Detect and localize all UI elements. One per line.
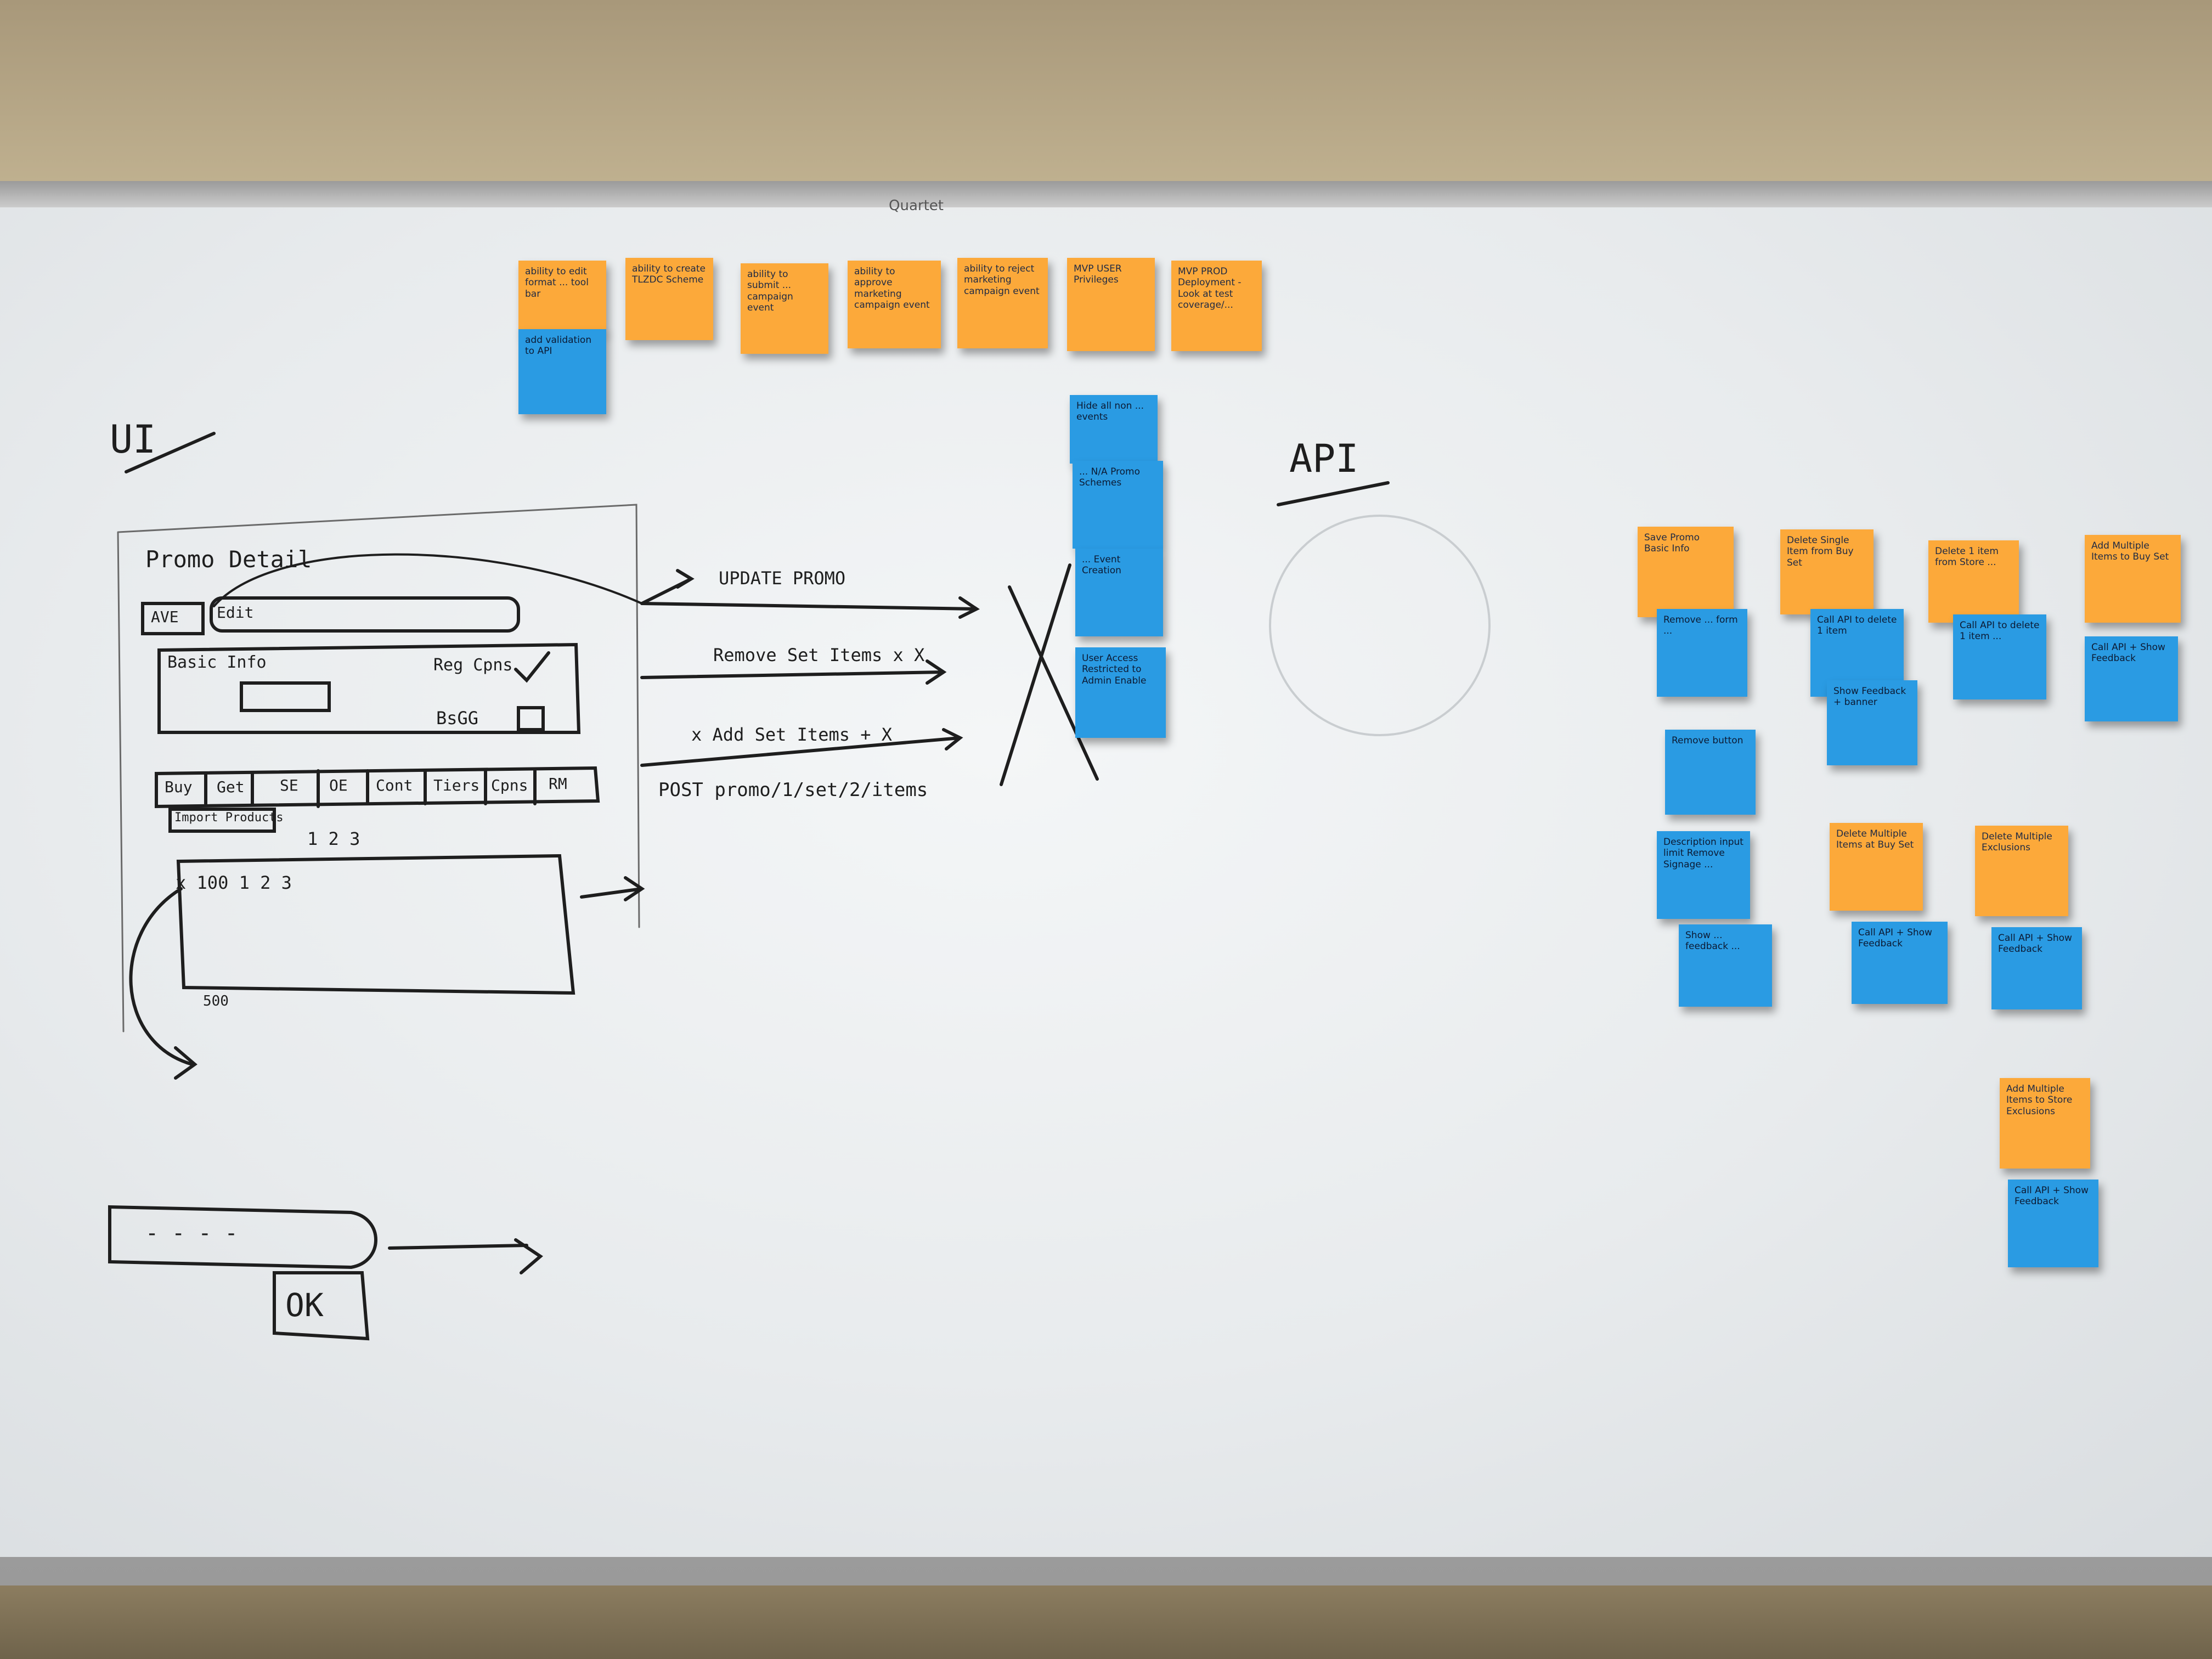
api-underline bbox=[1277, 481, 1390, 506]
sketch-tab-0: Buy bbox=[165, 778, 193, 796]
sketch-tab-4: Cont bbox=[376, 776, 413, 794]
api-note-call-api-1: Call API + Show Feedback bbox=[1852, 922, 1948, 1004]
sketch-edit-label: Edit bbox=[217, 603, 254, 622]
sticky-note-middle-4: User Access Restricted to Admin Enable bbox=[1075, 647, 1166, 738]
sketch-tab-3: OE bbox=[329, 776, 348, 794]
sticky-note-top-7: MVP PROD Deployment - Look at test cover… bbox=[1171, 261, 1262, 351]
sketch-bsgc: BsGG bbox=[436, 708, 479, 729]
sketch-tab-1: Get bbox=[217, 778, 245, 796]
sticky-note-middle-3: ... Event Creation bbox=[1075, 549, 1163, 636]
sketch-grid-footer: 500 bbox=[203, 993, 229, 1009]
sketch-title: Promo Detail bbox=[145, 546, 312, 573]
whiteboard-brand: Quartet bbox=[889, 198, 944, 214]
api-note-blue-1: Remove ... form ... bbox=[1657, 609, 1747, 697]
wall-lower bbox=[0, 1585, 2212, 1659]
ui-heading: UI bbox=[110, 417, 156, 462]
api-heading: API bbox=[1289, 436, 1359, 481]
api-note-add-multiple-buy: Add Multiple Items to Buy Set bbox=[2085, 535, 2181, 623]
sketch-tab-5: Tiers bbox=[433, 776, 480, 794]
sticky-note-top-1: ability to edit format ... tool bar bbox=[518, 261, 606, 332]
api-note-blue-3: Show Feedback + banner bbox=[1827, 680, 1917, 765]
sketch-grid-header: x 100 1 2 3 bbox=[176, 872, 292, 893]
api-note-show-feedback: Show ... feedback ... bbox=[1679, 924, 1772, 1007]
api-note-save-promo: Save Promo Basic Info bbox=[1638, 527, 1734, 617]
sticky-note-top-blue: add validation to API bbox=[518, 329, 606, 414]
sketch-page-numbers: 1 2 3 bbox=[307, 828, 360, 849]
api-note-description-limit: Description input limit Remove Signage .… bbox=[1657, 831, 1750, 919]
flow-update-promo: UPDATE PROMO bbox=[719, 568, 846, 589]
sticky-note-top-6: MVP USER Privileges bbox=[1067, 258, 1155, 351]
sticky-note-top-2: ability to create TLZDC Scheme bbox=[625, 258, 713, 340]
sketch-tab-2: SE bbox=[280, 776, 298, 794]
sticky-note-middle-1: Hide all non ... events bbox=[1070, 395, 1158, 464]
sketch-tab-6: Cpns bbox=[491, 776, 528, 794]
api-note-delete-store: Delete 1 item from Store ... bbox=[1928, 540, 2019, 623]
api-note-blue-5: Call API + Show Feedback bbox=[2085, 636, 2178, 721]
api-note-delete-single: Delete Single Item from Buy Set bbox=[1780, 529, 1874, 614]
sketch-basic-info: Basic Info bbox=[167, 653, 267, 672]
sketch-save-button: AVE bbox=[151, 608, 179, 626]
api-note-delete-multiple-exclusions: Delete Multiple Exclusions bbox=[1975, 826, 2068, 916]
api-note-blue-4: Call API to delete 1 item ... bbox=[1953, 614, 2046, 699]
sticky-note-top-3: ability to submit ... campaign event bbox=[741, 263, 828, 354]
sticky-note-top-5: ability to reject marketing campaign eve… bbox=[957, 258, 1048, 348]
sketch-import-products: Import Products bbox=[174, 811, 284, 825]
sticky-note-top-4: ability to approve marketing campaign ev… bbox=[848, 261, 941, 348]
api-note-call-api-3: Call API + Show Feedback bbox=[2008, 1180, 2098, 1267]
sticky-note-middle-2: ... N/A Promo Schemes bbox=[1073, 461, 1163, 549]
api-note-call-api-2: Call API + Show Feedback bbox=[1991, 927, 2082, 1009]
bottom-sketch-ok: OK bbox=[285, 1286, 324, 1324]
sketch-tab-7: RM bbox=[549, 775, 567, 793]
bottom-sketch-field: - - - - bbox=[145, 1221, 238, 1246]
flow-remove-set-items: Remove Set Items x X bbox=[713, 645, 925, 665]
sketch-reg-cpns: Reg Cpns bbox=[433, 656, 513, 675]
api-note-remove-button: Remove button bbox=[1665, 730, 1756, 815]
wall-background bbox=[0, 0, 2212, 181]
flow-post-items: POST promo/1/set/2/items bbox=[658, 779, 928, 801]
ui-underline bbox=[125, 432, 216, 473]
api-note-add-multiple-exclusions: Add Multiple Items to Store Exclusions bbox=[2000, 1078, 2090, 1169]
api-note-delete-multiple-items: Delete Multiple Items at Buy Set bbox=[1830, 823, 1923, 911]
flow-add-set-items: x Add Set Items + X bbox=[691, 724, 893, 745]
